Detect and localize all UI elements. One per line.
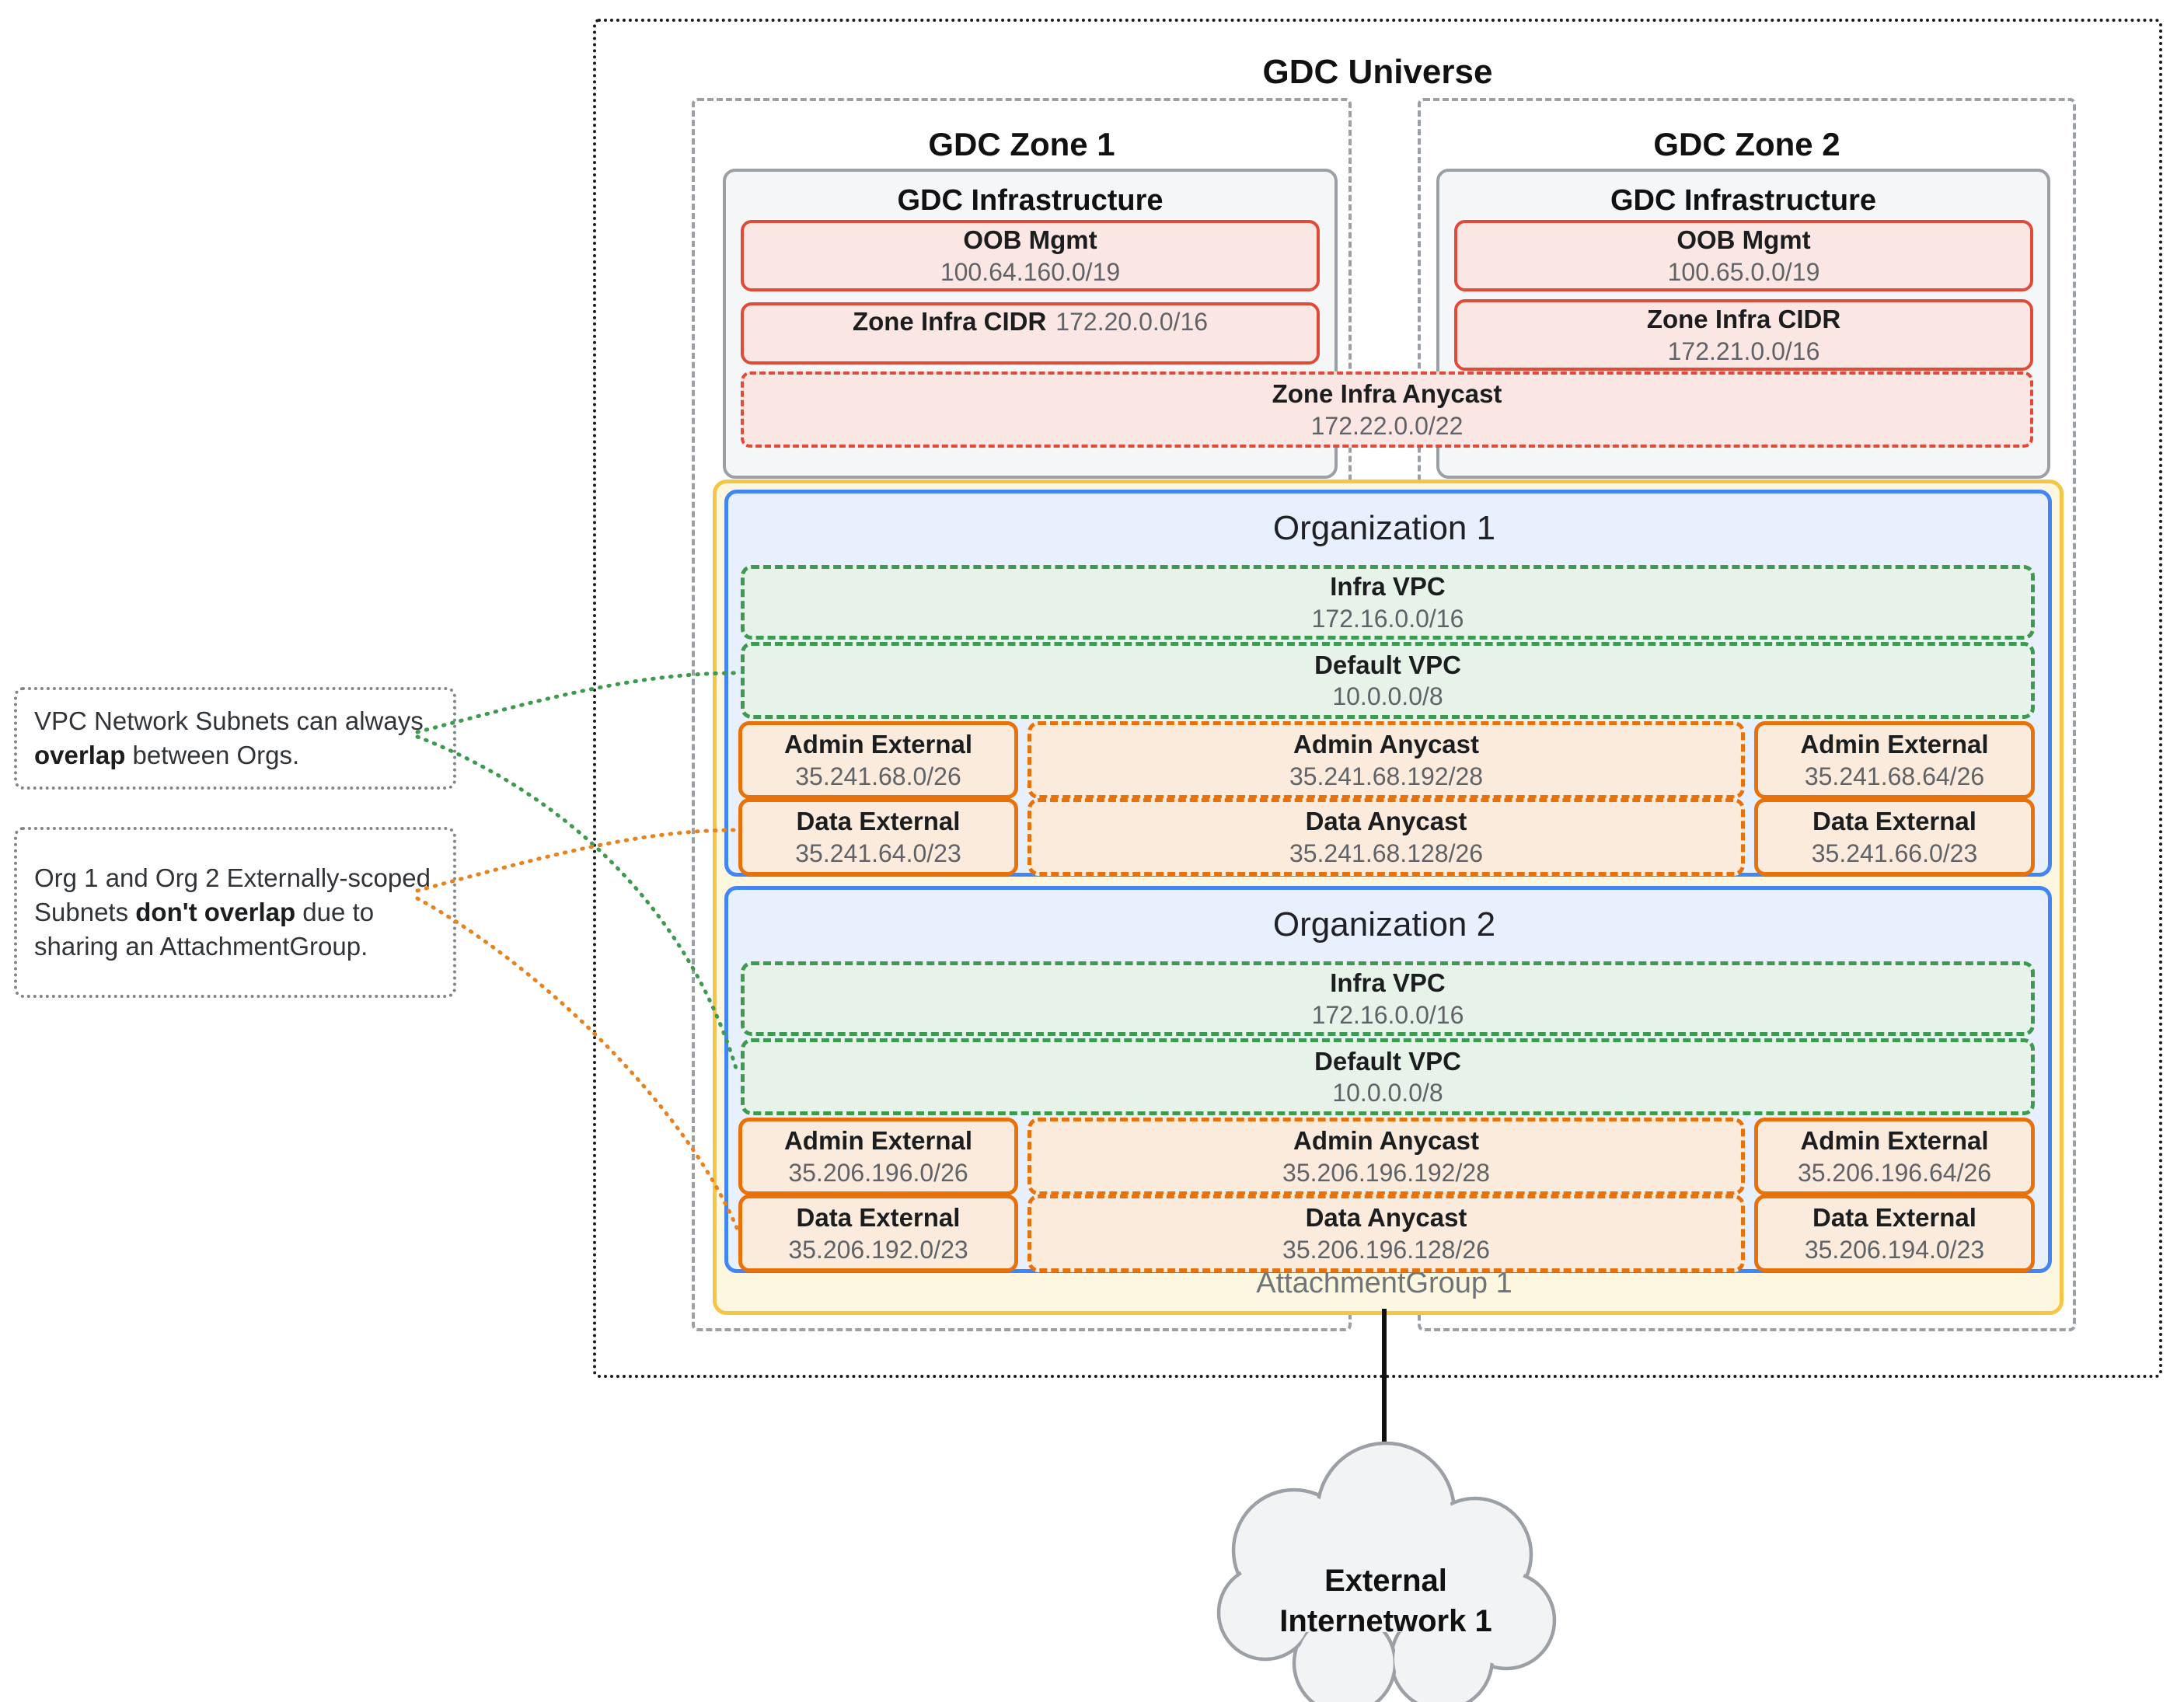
org1-admin-external-left-value: 35.241.68.0/26: [795, 762, 961, 790]
org2-admin-external-right-value: 35.206.196.64/26: [1797, 1158, 1992, 1187]
zone1-oob-mgmt-value: 100.64.160.0/19: [940, 257, 1121, 286]
zone-infra-anycast-value: 172.22.0.0/22: [1310, 411, 1464, 440]
annotation-overlap-line1: VPC Network Subnets can always: [34, 706, 424, 735]
organization2-title: Organization 2: [1272, 905, 1496, 943]
zone1-oob-mgmt-box: OOB Mgmt 100.64.160.0/19: [741, 220, 1320, 291]
org2-default-vpc-box: Default VPC 10.0.0.0/8: [741, 1038, 2035, 1115]
org1-admin-anycast-label: Admin Anycast: [1293, 730, 1479, 759]
org2-admin-external-right-box: Admin External 35.206.196.64/26: [1754, 1118, 2035, 1195]
org1-data-external-right-label: Data External: [1812, 807, 1976, 836]
org2-admin-external-right-label: Admin External: [1800, 1126, 1989, 1156]
org1-infra-vpc-value: 172.16.0.0/16: [1311, 604, 1464, 633]
org1-data-external-left-label: Data External: [796, 807, 961, 836]
zone-infra-anycast-label: Zone Infra Anycast: [1272, 379, 1502, 409]
org1-infra-vpc-box: Infra VPC 172.16.0.0/16: [741, 565, 2035, 640]
org1-admin-anycast-box: Admin Anycast 35.241.68.192/28: [1027, 721, 1745, 799]
org1-data-anycast-box: Data Anycast 35.241.68.128/26: [1027, 798, 1745, 876]
zone2-oob-mgmt-box: OOB Mgmt 100.65.0.0/19: [1454, 220, 2033, 291]
org1-admin-external-left-label: Admin External: [783, 730, 973, 759]
zone1-infra-cidr-value: 172.20.0.0/16: [1055, 308, 1209, 336]
gdc-universe-title: GDC Universe: [1262, 53, 1493, 91]
org1-admin-external-right-label: Admin External: [1800, 730, 1989, 759]
zone1-infra-cidr-label: Zone Infra CIDR: [852, 307, 1047, 336]
org1-data-external-right-value: 35.241.66.0/23: [1811, 839, 1978, 867]
org1-data-external-right-box: Data External 35.241.66.0/23: [1754, 798, 2035, 876]
org2-admin-anycast-label: Admin Anycast: [1293, 1126, 1479, 1156]
org1-default-vpc-label: Default VPC: [1314, 650, 1461, 679]
org1-infra-vpc-label: Infra VPC: [1330, 572, 1446, 602]
annotation-no-overlap-line1: Org 1 and Org 2 Externally-scoped: [34, 863, 431, 892]
org1-data-external-left-box: Data External 35.241.64.0/23: [738, 798, 1018, 876]
annotation-no-overlap: Org 1 and Org 2 Externally-scoped Subnet…: [14, 827, 456, 998]
org1-data-anycast-value: 35.241.68.128/26: [1289, 839, 1484, 867]
org2-data-anycast-label: Data Anycast: [1305, 1203, 1467, 1233]
external-internetwork-label: External Internetwork 1: [1279, 1564, 1492, 1638]
gdc-zone1-title: GDC Zone 1: [928, 126, 1115, 162]
org1-default-vpc-value: 10.0.0.0/8: [1332, 682, 1443, 711]
zone2-infrastructure-title: GDC Infrastructure: [1610, 184, 1877, 217]
annotation-no-overlap-line3: sharing an AttachmentGroup.: [34, 932, 368, 961]
org2-admin-anycast-value: 35.206.196.192/28: [1282, 1158, 1490, 1187]
org2-data-external-left-box: Data External 35.206.192.0/23: [738, 1195, 1018, 1272]
zone2-oob-mgmt-label: OOB Mgmt: [1676, 225, 1811, 255]
org2-admin-external-left-value: 35.206.196.0/26: [788, 1158, 968, 1187]
org2-data-external-right-box: Data External 35.206.194.0/23: [1754, 1195, 2035, 1272]
org2-data-external-right-value: 35.206.194.0/23: [1804, 1235, 1985, 1264]
org2-admin-external-left-box: Admin External 35.206.196.0/26: [738, 1118, 1018, 1195]
org1-default-vpc-box: Default VPC 10.0.0.0/8: [741, 642, 2035, 719]
org2-data-anycast-box: Data Anycast 35.206.196.128/26: [1027, 1195, 1745, 1272]
zone2-infra-cidr-label: Zone Infra CIDR: [1646, 305, 1841, 334]
org2-data-anycast-value: 35.206.196.128/26: [1282, 1235, 1490, 1264]
org1-admin-anycast-value: 35.241.68.192/28: [1289, 762, 1484, 790]
zone1-oob-mgmt-label: OOB Mgmt: [963, 225, 1097, 255]
gdc-zone2-title: GDC Zone 2: [1653, 126, 1840, 162]
org1-admin-external-left-box: Admin External 35.241.68.0/26: [738, 721, 1018, 799]
org2-data-external-left-label: Data External: [796, 1203, 961, 1233]
org2-infra-vpc-box: Infra VPC 172.16.0.0/16: [741, 961, 2035, 1036]
org1-admin-external-right-box: Admin External 35.241.68.64/26: [1754, 721, 2035, 799]
annotation-overlap-line2: overlap between Orgs.: [34, 741, 300, 769]
org1-data-external-left-value: 35.241.64.0/23: [795, 839, 961, 867]
org2-admin-external-left-label: Admin External: [783, 1126, 973, 1156]
org2-data-external-left-value: 35.206.192.0/23: [788, 1235, 968, 1264]
annotation-no-overlap-line2: Subnets don't overlap due to: [34, 897, 375, 926]
org2-admin-anycast-box: Admin Anycast 35.206.196.192/28: [1027, 1118, 1745, 1195]
org2-infra-vpc-label: Infra VPC: [1330, 968, 1446, 998]
org2-data-external-right-label: Data External: [1812, 1203, 1976, 1233]
zone1-infrastructure-title: GDC Infrastructure: [897, 184, 1164, 217]
zone2-oob-mgmt-value: 100.65.0.0/19: [1667, 257, 1820, 286]
zone1-infra-cidr-box: Zone Infra CIDR 172.20.0.0/16: [741, 302, 1320, 364]
zone2-infra-cidr-box: Zone Infra CIDR 172.21.0.0/16: [1454, 299, 2033, 371]
org2-default-vpc-label: Default VPC: [1314, 1046, 1461, 1076]
org2-default-vpc-value: 10.0.0.0/8: [1332, 1079, 1443, 1107]
org1-data-anycast-label: Data Anycast: [1305, 807, 1467, 836]
org1-admin-external-right-value: 35.241.68.64/26: [1804, 762, 1985, 790]
zone-infra-anycast-box: Zone Infra Anycast 172.22.0.0/22: [741, 371, 2033, 448]
org2-infra-vpc-value: 172.16.0.0/16: [1311, 1000, 1464, 1029]
annotation-overlap: VPC Network Subnets can always overlap b…: [14, 687, 456, 790]
zone2-infra-cidr-value: 172.21.0.0/16: [1667, 337, 1820, 365]
organization1-title: Organization 1: [1272, 509, 1496, 547]
